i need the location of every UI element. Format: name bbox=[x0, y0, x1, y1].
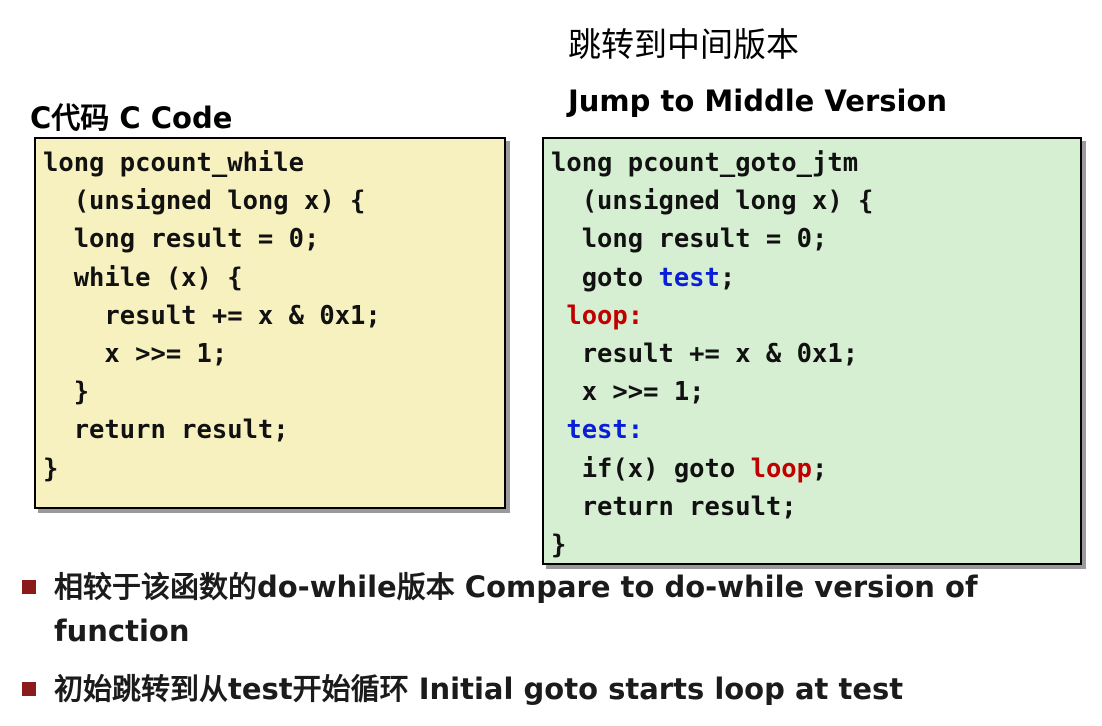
bullet-item: 相较于该函数的do-while版本 Compare to do-while ve… bbox=[22, 565, 1092, 653]
code-line: result += x & 0x1; bbox=[551, 338, 859, 369]
bullet-item: 初始跳转到从test开始循环 Initial goto starts loop … bbox=[22, 667, 1092, 711]
code-line: return result; bbox=[551, 491, 797, 522]
loop-label: loop: bbox=[551, 300, 644, 331]
code-line: result += x & 0x1; bbox=[43, 300, 381, 331]
code-line: } bbox=[43, 377, 90, 408]
code-line: long pcount_goto_jtm bbox=[551, 148, 859, 178]
semicolon: ; bbox=[719, 262, 736, 293]
loop-label-reference: loop bbox=[750, 453, 813, 484]
bullet-list: 相较于该函数的do-while版本 Compare to do-while ve… bbox=[22, 565, 1092, 711]
code-line-if-goto-loop: if(x) goto loop; bbox=[551, 450, 1080, 488]
bullet-text: 初始跳转到从test开始循环 Initial goto starts loop … bbox=[54, 672, 904, 706]
code-line: long result = 0; bbox=[43, 224, 320, 255]
code-line: long result = 0; bbox=[551, 224, 828, 255]
semicolon: ; bbox=[812, 453, 828, 484]
code-line: x >>= 1; bbox=[43, 338, 228, 369]
code-line-goto-test: goto test; bbox=[551, 259, 1080, 297]
test-label: test: bbox=[551, 415, 644, 446]
code-line: } bbox=[43, 453, 59, 484]
code-line: } bbox=[551, 529, 567, 560]
bullet-square-icon bbox=[22, 580, 36, 594]
code-text: if(x) goto bbox=[551, 453, 751, 484]
bullet-square-icon bbox=[22, 682, 36, 696]
english-title: Jump to Middle Version bbox=[568, 84, 948, 118]
code-line: x >>= 1; bbox=[551, 377, 705, 408]
goto-code-box: long pcount_goto_jtm (unsigned long x) {… bbox=[542, 137, 1082, 565]
chinese-title: 跳转到中间版本 bbox=[568, 25, 799, 64]
c-code-title: C代码 C Code bbox=[30, 101, 233, 135]
test-label-reference: test bbox=[658, 262, 720, 293]
code-line: while (x) { bbox=[43, 262, 243, 293]
bullet-text: 相较于该函数的do-while版本 Compare to do-while ve… bbox=[54, 570, 978, 648]
code-line: (unsigned long x) { bbox=[43, 186, 366, 217]
code-text: goto bbox=[551, 262, 659, 293]
c-code-box: long pcount_while (unsigned long x) { lo… bbox=[34, 137, 506, 509]
code-line: return result; bbox=[43, 415, 289, 446]
code-line: long pcount_while bbox=[43, 148, 304, 178]
code-line: (unsigned long x) { bbox=[551, 186, 874, 217]
